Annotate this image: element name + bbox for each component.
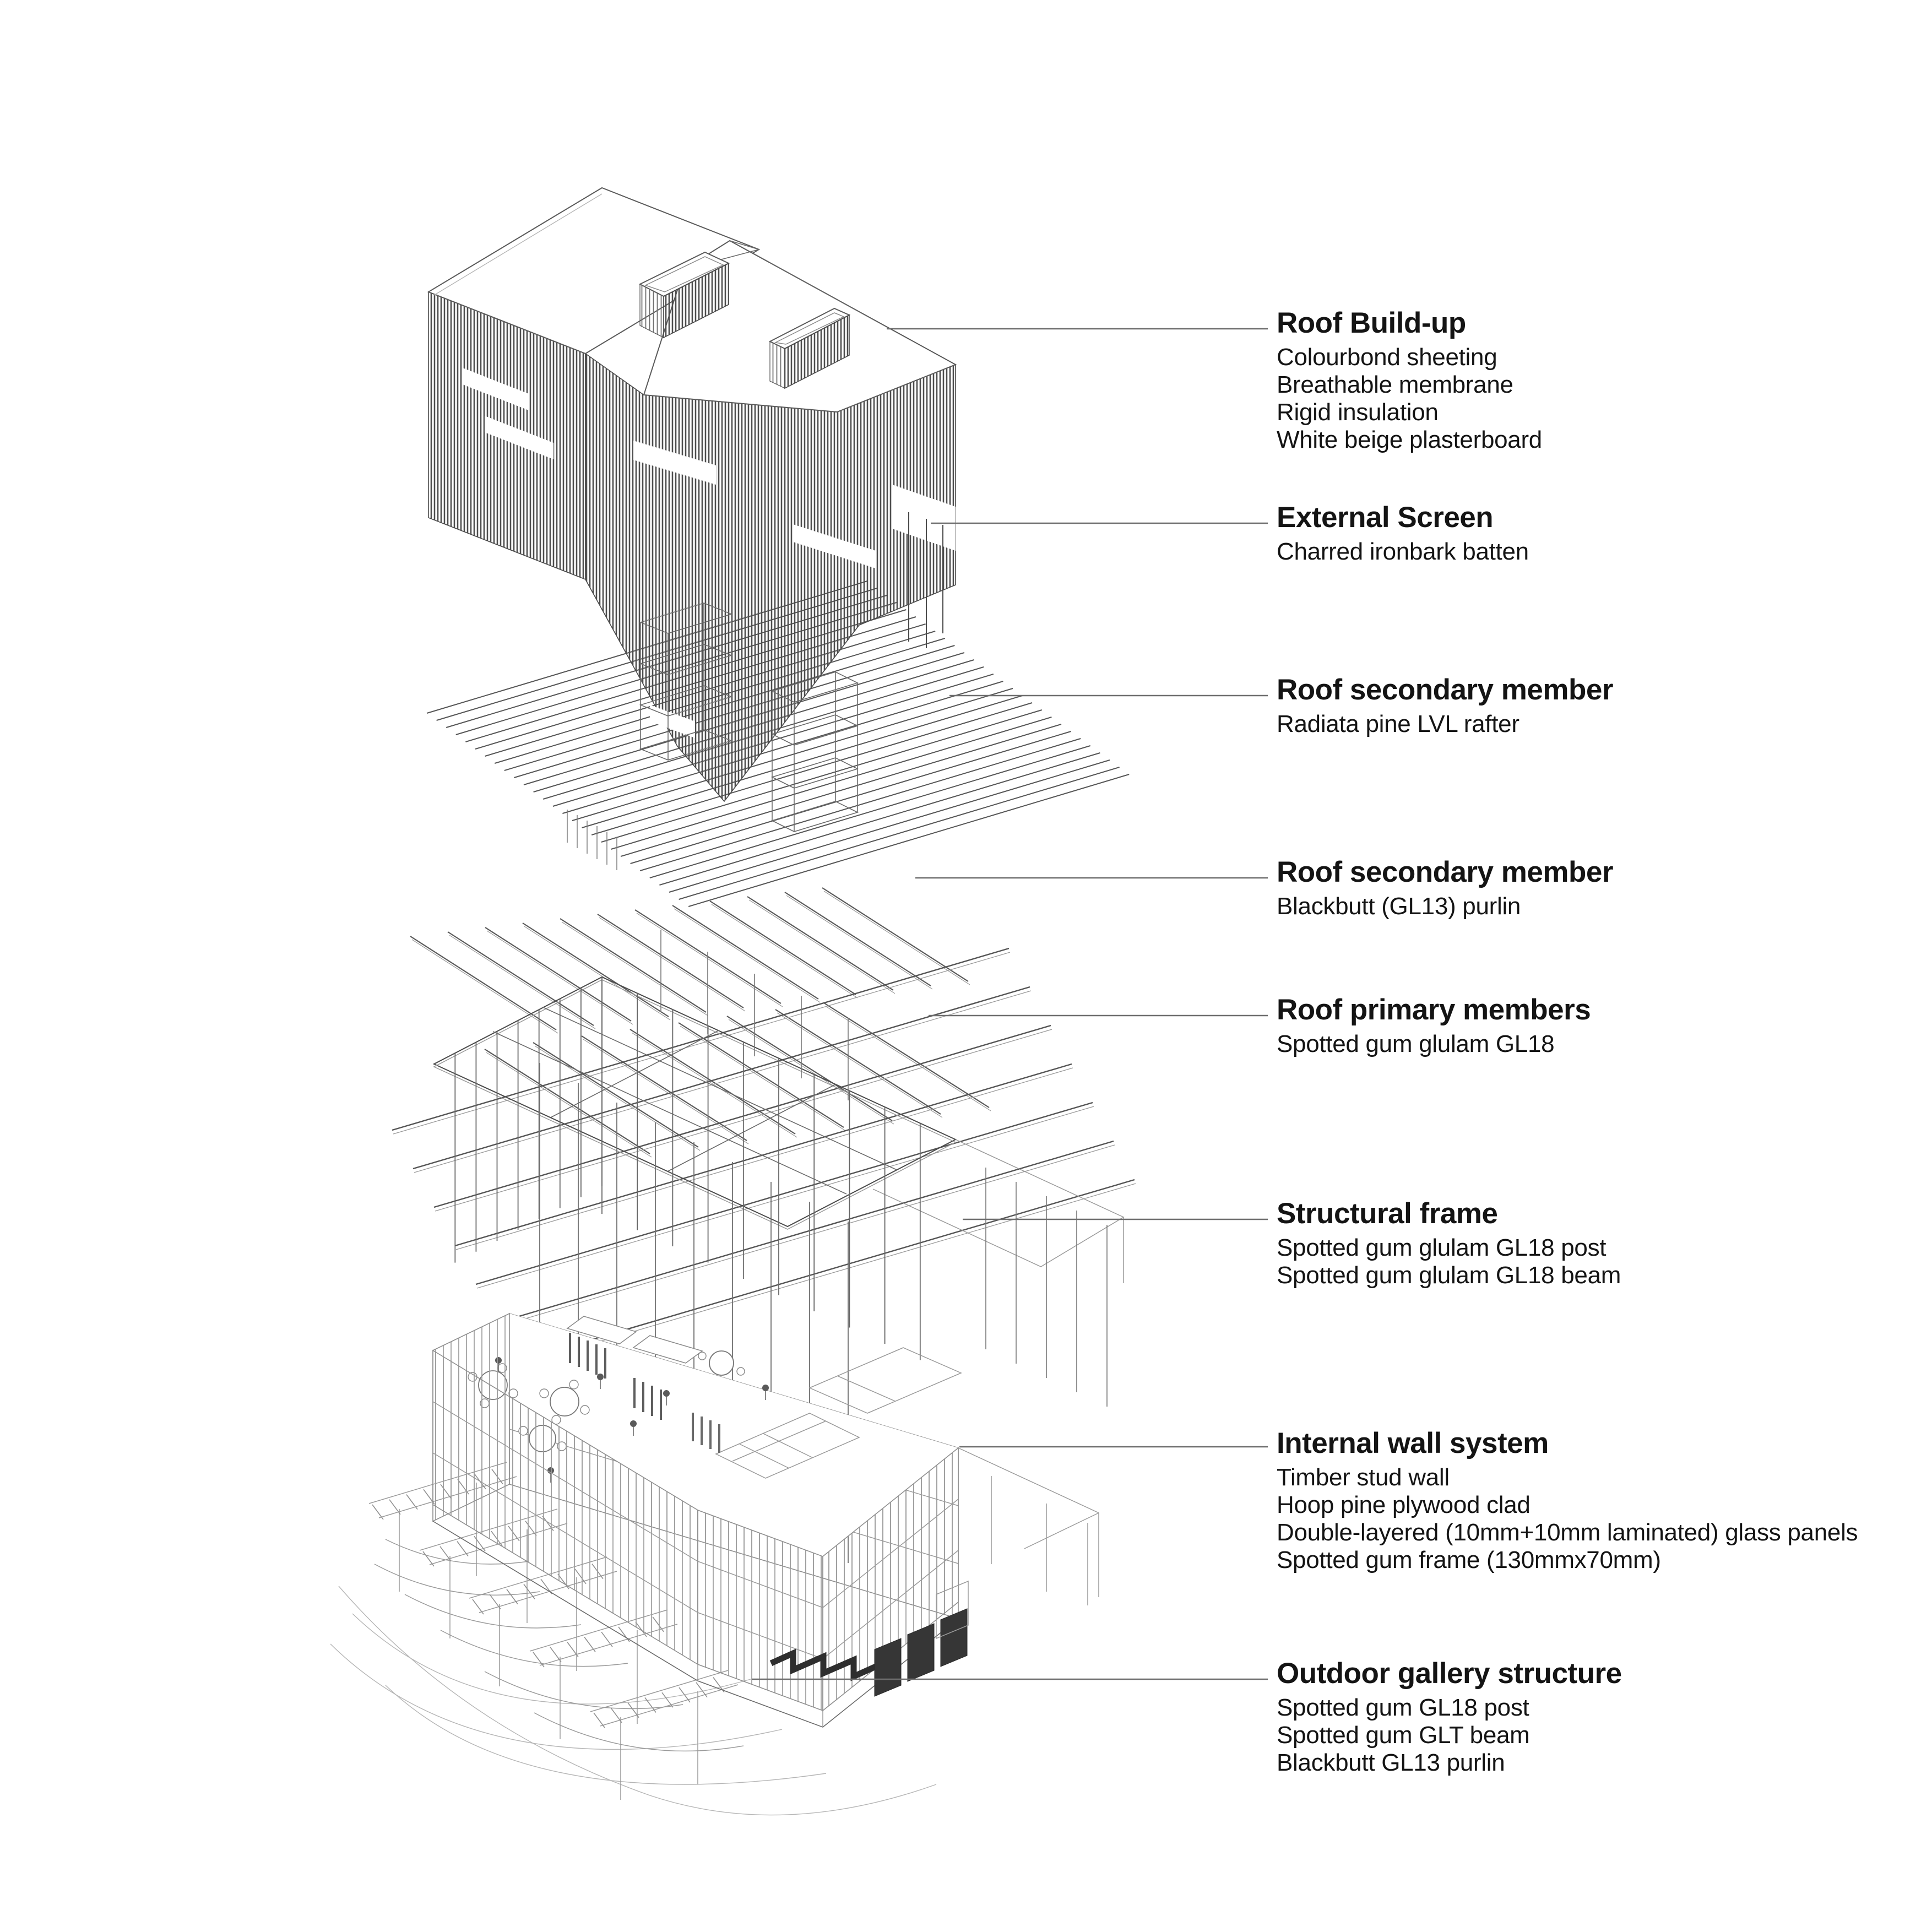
internal-wall-building — [432, 1312, 1099, 1728]
purlin-and-beam-layers — [392, 887, 1136, 1366]
outdoor-gallery-layer — [330, 1462, 937, 1816]
roof-buildup-volume — [427, 187, 957, 802]
leader-lines — [752, 328, 1268, 1680]
roof-monitor-1 — [638, 251, 730, 339]
rafter-monitor-frames — [640, 603, 858, 832]
roof-monitor-2 — [768, 307, 851, 389]
